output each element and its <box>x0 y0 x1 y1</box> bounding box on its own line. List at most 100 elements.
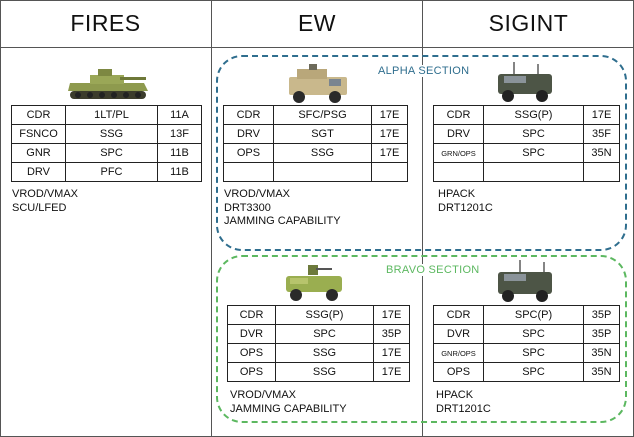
crew-mos: 17E <box>373 305 410 325</box>
crew-position: CDR <box>11 105 66 125</box>
equipment-line: HPACK <box>436 389 474 401</box>
jltv-truck-icon-alpha <box>498 62 552 102</box>
crew-position: DRV <box>433 124 484 144</box>
crew-rank: 1LT/PL <box>65 105 158 125</box>
equipment-line: JAMMING CAPABILITY <box>230 402 347 415</box>
mrap-truck-icon <box>289 64 347 103</box>
crew-mos: 35N <box>583 143 620 163</box>
crew-position: OPS <box>223 143 274 163</box>
crew-mos: 17E <box>373 362 410 382</box>
bravo-section-box <box>216 255 627 423</box>
sigint-bravo-equipment-notes: HPACK DRT1201C <box>436 389 491 416</box>
crew-rank: PFC <box>65 162 158 182</box>
crew-position: FSNCO <box>11 124 66 144</box>
crew-position: CDR <box>433 105 484 125</box>
crew-mos: 17E <box>583 105 620 125</box>
crew-position: GRN/OPS <box>433 143 484 163</box>
jltv-truck-icon-bravo <box>498 260 552 302</box>
grid-divider-1 <box>211 0 212 437</box>
bradley-tank-icon <box>68 69 148 99</box>
crew-position: DRV <box>11 162 66 182</box>
equipment-line: VROD/VMAX <box>230 389 297 401</box>
crew-position <box>433 162 484 182</box>
crew-rank: SSG <box>275 343 374 363</box>
crew-mos: 35N <box>583 343 620 363</box>
column-header-fires: FIRES <box>70 10 141 36</box>
crew-rank: SPC(P) <box>483 305 584 325</box>
equipment-line: DRT1201C <box>436 402 491 415</box>
crew-rank: SPC <box>65 143 158 163</box>
crew-mos: 11B <box>157 143 202 163</box>
crew-mos: 35N <box>583 362 620 382</box>
crew-position: GNR <box>11 143 66 163</box>
equipment-line: VROD/VMAX <box>224 188 291 200</box>
crew-rank: SPC <box>275 324 374 344</box>
crew-mos: 17E <box>373 343 410 363</box>
grid-divider-2 <box>422 0 423 437</box>
table-row <box>223 162 408 182</box>
crew-position: OPS <box>433 362 484 382</box>
column-header-ew: EW <box>297 10 337 36</box>
crew-position: OPS <box>227 362 276 382</box>
ew-bravo-equipment-notes: VROD/VMAX JAMMING CAPABILITY <box>230 389 347 416</box>
crew-rank: SPC <box>483 124 584 144</box>
crew-mos: 35P <box>583 324 620 344</box>
grid-border-left <box>0 0 1 437</box>
ew-alpha-equipment-notes: VROD/VMAX DRT3300 JAMMING CAPABILITY <box>224 188 341 229</box>
crew-rank: SSG(P) <box>483 105 584 125</box>
grid-border-top <box>0 0 634 1</box>
crew-position <box>223 162 274 182</box>
crew-rank: SPC <box>483 143 584 163</box>
crew-mos: 11A <box>157 105 202 125</box>
crew-mos: 17E <box>371 124 408 144</box>
equipment-line: VROD/VMAX <box>12 188 79 200</box>
crew-rank: SPC <box>483 324 584 344</box>
crew-rank: SSG <box>65 124 158 144</box>
equipment-line: JAMMING CAPABILITY <box>224 215 341 227</box>
crew-mos: 35F <box>583 124 620 144</box>
crew-rank: SPC <box>483 362 584 382</box>
crew-position: DRV <box>223 124 274 144</box>
alpha-section-label: ALPHA SECTION <box>376 65 472 77</box>
crew-position: CDR <box>227 305 276 325</box>
humvee-icon <box>286 265 342 301</box>
crew-position: DVR <box>227 324 276 344</box>
crew-rank <box>273 162 372 182</box>
grid-border-header <box>0 47 634 48</box>
equipment-line: DRT1201C <box>438 201 493 214</box>
crew-position: OPS <box>227 343 276 363</box>
bravo-section-label: BRAVO SECTION <box>384 264 482 276</box>
crew-rank: SSG <box>275 362 374 382</box>
equipment-line: DRT3300 <box>224 201 271 214</box>
alpha-section-box <box>216 55 627 251</box>
crew-position: DVR <box>433 324 484 344</box>
crew-mos: 13F <box>157 124 202 144</box>
column-header-sigint: SIGINT <box>488 10 569 36</box>
crew-position: CDR <box>433 305 484 325</box>
crew-rank: SGT <box>273 124 372 144</box>
crew-rank: SFC/PSG <box>273 105 372 125</box>
sigint-alpha-equipment-notes: HPACK DRT1201C <box>438 188 493 215</box>
